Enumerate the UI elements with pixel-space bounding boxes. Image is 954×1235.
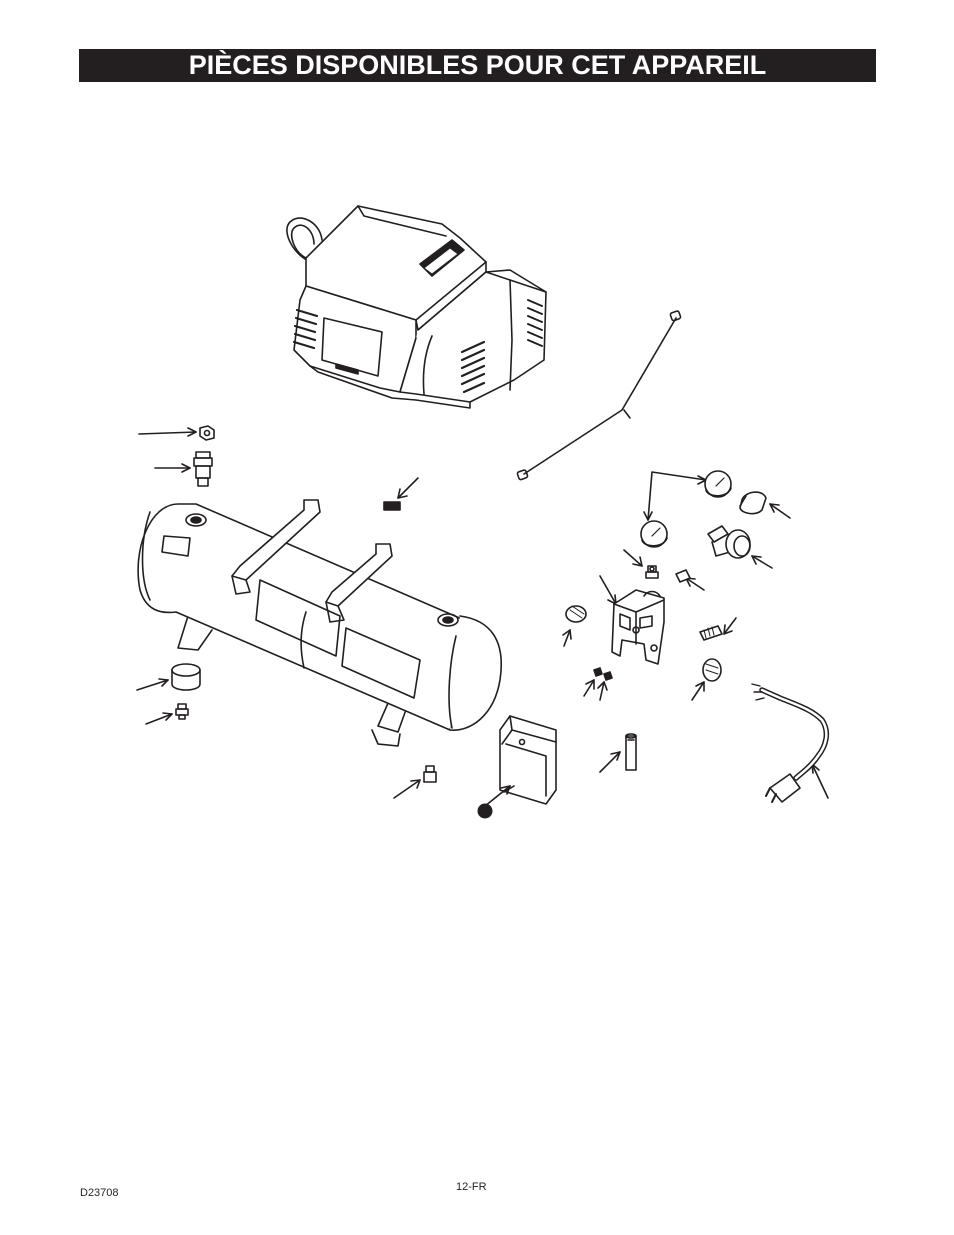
nipple-fittings: [624, 550, 704, 590]
switch-cover: [478, 716, 557, 819]
compressor-pump-shroud: [287, 206, 546, 408]
unloader-valve: [700, 618, 736, 640]
quick-coupler: [740, 492, 790, 518]
power-cord: [752, 684, 828, 802]
check-valve: [155, 452, 212, 486]
cord-bushing: [692, 659, 721, 700]
drain-valve: [146, 704, 188, 724]
screws: [584, 668, 612, 700]
rubber-foot: [137, 664, 200, 690]
document-code: D23708: [80, 1187, 119, 1199]
regulator: [708, 526, 772, 568]
air-tank: [138, 504, 501, 746]
switch-spacer: [384, 478, 418, 510]
hex-nut: [139, 426, 214, 440]
pressure-switch: [600, 576, 664, 664]
strain-relief: [563, 606, 586, 646]
safety-valve: [394, 766, 436, 798]
unloader-tube: [600, 734, 636, 772]
page-number: 12-FR: [456, 1181, 487, 1193]
